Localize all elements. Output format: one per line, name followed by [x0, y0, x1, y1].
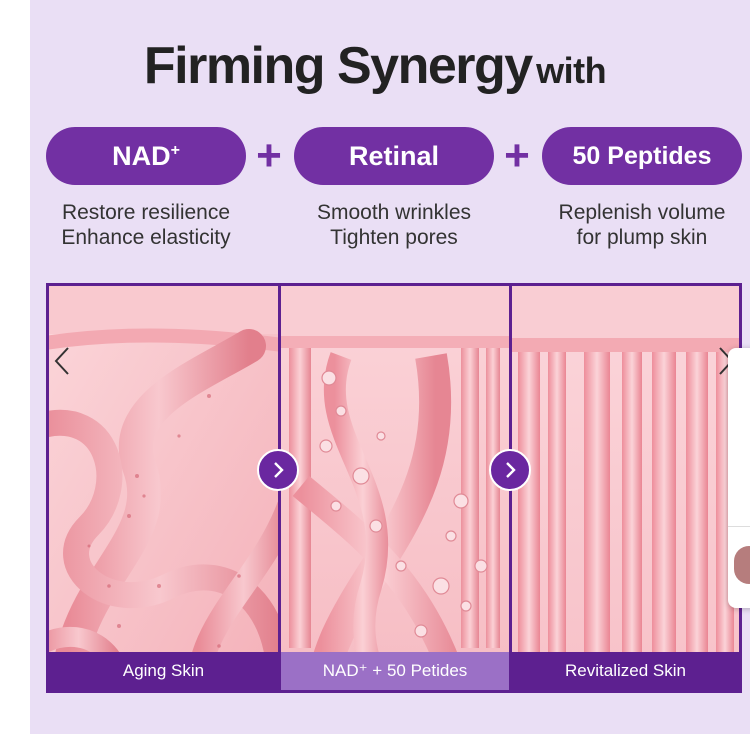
comparison-panels: Aging Skin: [46, 283, 742, 693]
revitalized-skin-illustration: [512, 286, 739, 690]
panel-aging-skin: Aging Skin: [49, 286, 278, 690]
side-overlay-card[interactable]: [728, 348, 750, 608]
card-round-button[interactable]: [734, 546, 750, 584]
panel-nad-peptides: NAD⁺ + 50 Petides: [281, 286, 509, 690]
next-step-arrow: [257, 449, 299, 491]
ingredient-label: Retinal: [348, 140, 440, 171]
ingredient-label: 50 Peptides: [572, 141, 712, 170]
ingredient-description-retinal: Smooth wrinkles Tighten pores: [274, 200, 514, 250]
page-title: Firming Synergy with: [0, 36, 750, 96]
panel-caption: NAD⁺ + 50 Petides: [281, 652, 509, 690]
panel-caption: Revitalized Skin: [512, 652, 739, 690]
chevron-right-icon: [506, 462, 516, 478]
description-line: for plump skin: [576, 226, 708, 249]
ingredient-label: NAD: [112, 140, 171, 171]
ingredient-pill-nad: NAD+: [46, 127, 246, 185]
description-line: Tighten pores: [330, 226, 458, 249]
aging-skin-illustration: [49, 286, 278, 690]
chevron-right-icon: [274, 462, 284, 478]
ingredient-superscript: +: [170, 142, 180, 159]
chevron-left-icon: [54, 347, 69, 375]
description-line: Enhance elasticity: [61, 226, 231, 249]
ingredient-pill-peptides: 50 Peptides: [542, 127, 742, 185]
description-line: Replenish volume: [558, 201, 726, 224]
next-step-arrow: [489, 449, 531, 491]
panel-caption: Aging Skin: [49, 652, 278, 690]
ingredient-pill-retinal: Retinal: [294, 127, 494, 185]
ingredient-description-peptides: Replenish volume for plump skin: [522, 200, 750, 250]
plus-sign: +: [504, 131, 530, 180]
ingredient-description-nad: Restore resilience Enhance elasticity: [26, 200, 266, 250]
title-main: Firming Synergy: [143, 37, 533, 95]
description-line: Restore resilience: [61, 201, 231, 224]
nad-peptides-illustration: [281, 286, 509, 690]
title-suffix: with: [536, 50, 607, 91]
panel-revitalized-skin: Revitalized Skin: [512, 286, 739, 690]
card-divider: [728, 526, 750, 527]
description-line: Smooth wrinkles: [316, 201, 472, 224]
carousel-prev-button[interactable]: [52, 345, 72, 377]
plus-sign: +: [256, 131, 282, 180]
